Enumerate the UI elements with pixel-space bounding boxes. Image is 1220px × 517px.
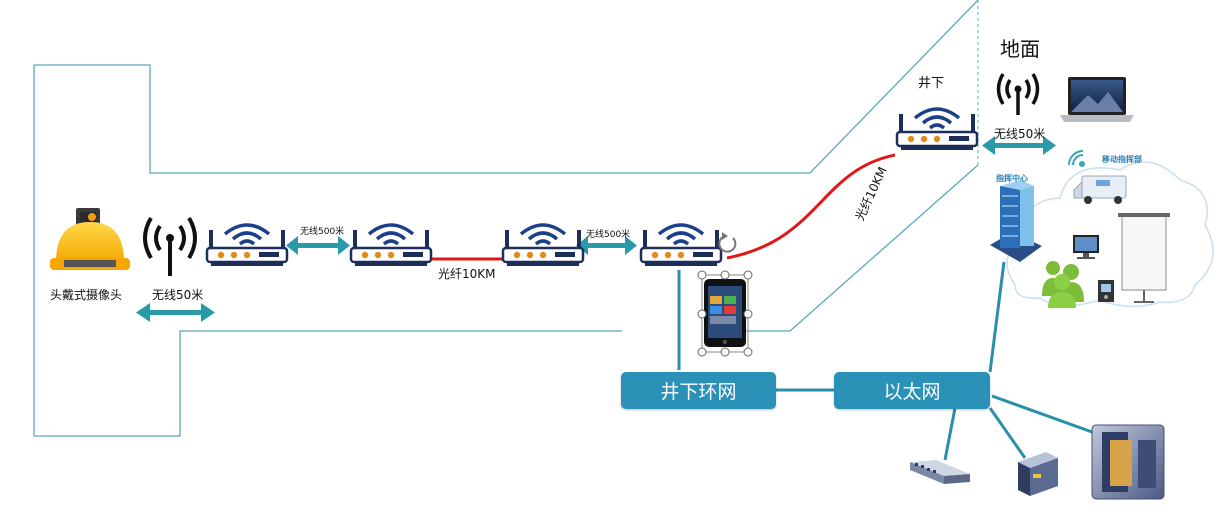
router-icon-4 [639,223,723,268]
ethernet-box: 以太网 [834,372,990,409]
ethernet-server-link [988,407,1027,459]
wireless-500-a-label: 无线500米 [300,227,345,237]
ring-network-box: 井下环网 [621,372,776,409]
ring-network-label: 井下环网 [660,381,737,403]
projector-screen-icon [1118,213,1170,303]
router-icon-1 [205,223,289,268]
building-icon [990,180,1042,262]
server-icon [1018,452,1058,496]
wireless-50-right-label: 无线50米 [994,127,1046,141]
mobile-command-label: 移动指挥部 [1102,155,1142,164]
fiber-link-b [726,153,896,260]
underground-label: 井下 [918,76,945,91]
wifi-signal-icon [1068,150,1085,167]
double-arrow-left [136,303,215,322]
antenna-icon [143,216,197,276]
van-icon [1073,175,1127,204]
command-center-label: 指挥中心 [996,174,1028,183]
wireless-50-left-label: 无线50米 [152,288,204,302]
ethernet-switch-link [943,407,957,461]
tunnel-outline-lower [33,65,622,437]
double-arrow-right [982,136,1056,155]
fiber-10km-a-label: 光纤10KM [438,267,496,281]
helmet-camera-icon [50,208,130,270]
tunnel-outline-right [745,164,979,332]
cabinet-icon [1091,424,1165,500]
terminal-icon [1098,280,1114,302]
people-icon [1042,261,1084,308]
wireless-500-b-label: 无线500米 [586,230,631,240]
monitor-icon [1073,235,1099,259]
switch-icon [910,460,970,484]
router-icon-2 [349,223,433,268]
double-arrow-500-a [286,236,350,255]
tablet-icon[interactable] [697,270,753,357]
ethernet-cabinet-link [991,394,1093,434]
laptop-icon [1060,77,1134,122]
ground-label: 地面 [1000,37,1040,61]
router-icon-5 [895,107,979,152]
camera-label: 头戴式摄像头 [50,288,123,302]
double-arrow-500-b [576,236,637,255]
ethernet-label: 以太网 [883,381,941,403]
tunnel-outline [34,0,979,174]
router-icon-3 [501,223,585,268]
antenna-icon-ground [996,73,1040,115]
rotate-handle-icon[interactable] [718,232,737,253]
ethernet-center-link [988,261,1006,373]
